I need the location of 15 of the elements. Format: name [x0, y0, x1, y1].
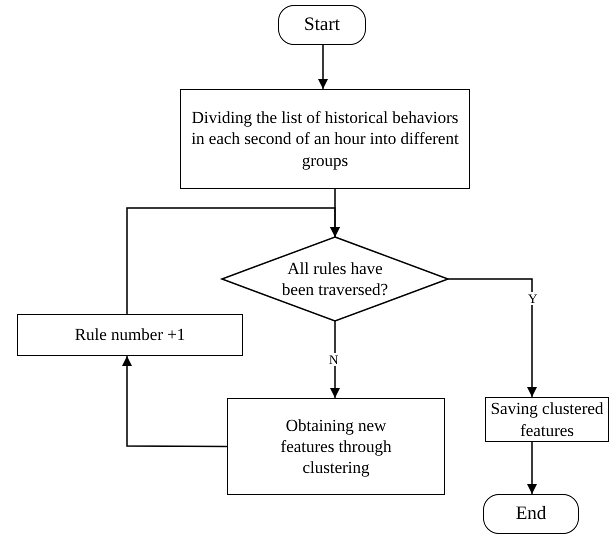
decision-text: All rules have been traversed? [280, 258, 390, 300]
edge-label: Y [527, 292, 538, 305]
process-box: Obtaining new features through clustering [227, 398, 445, 495]
edge-label: N [328, 353, 340, 366]
arrow [122, 356, 227, 448]
process-box: Rule number +1 [17, 314, 243, 356]
arrow [126, 207, 340, 314]
arrow [527, 442, 537, 494]
start-terminal: Start [278, 5, 366, 45]
process-box: Dividing the list of historical behaviors in each second of an hour into different groups [180, 89, 470, 189]
arrow [448, 278, 537, 397]
process-box: Saving clustered features [485, 397, 609, 442]
arrow [330, 321, 340, 398]
end-terminal: End [483, 494, 579, 534]
arrow [318, 45, 328, 89]
